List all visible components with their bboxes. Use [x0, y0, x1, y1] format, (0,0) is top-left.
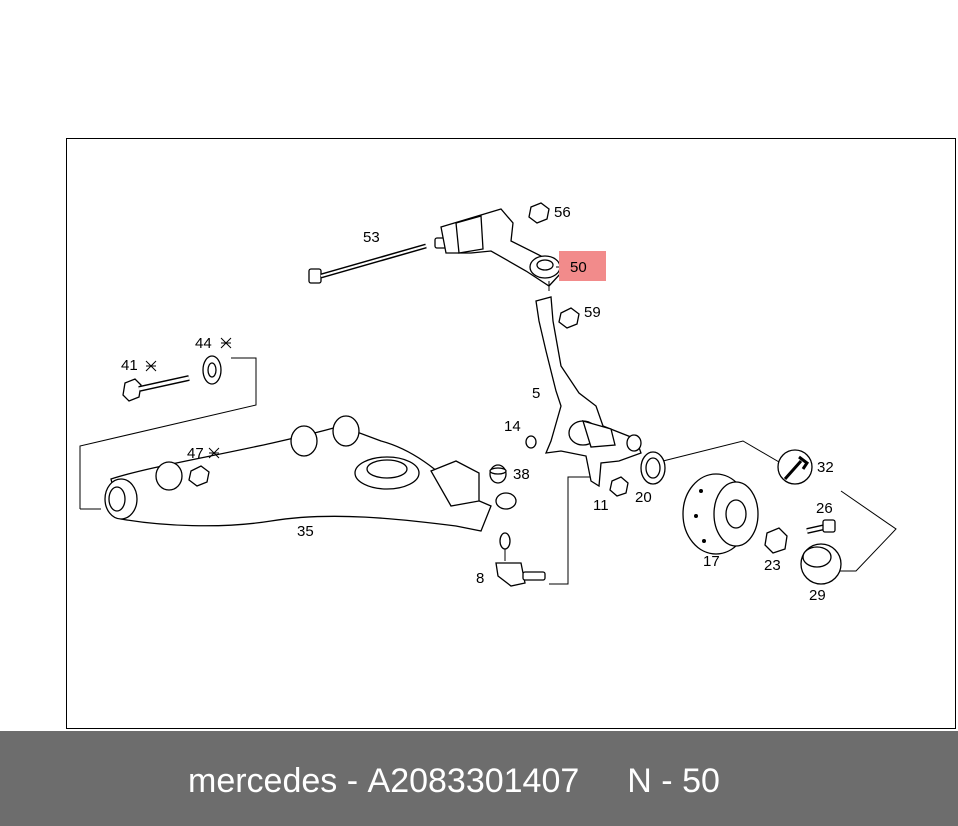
wrench-icon: [777, 449, 813, 485]
callout-38: 38: [513, 466, 530, 483]
exploded-suspension-diagram: 56 53 50 59 44 41 5 14 47 38 32 11 20 26…: [79, 202, 897, 604]
nut-59: [558, 307, 580, 329]
hub-cap-29: [800, 543, 842, 585]
callout-8: 8: [476, 570, 484, 587]
wheel-hub-17: [682, 473, 759, 555]
callout-23: 23: [764, 557, 781, 574]
washer-14: [525, 435, 537, 449]
callout-17: 17: [703, 553, 720, 570]
bolt-26: [806, 519, 836, 534]
callout-56: 56: [554, 204, 571, 221]
callout-47: 47: [187, 445, 204, 462]
part-number: A2083301407: [367, 762, 580, 800]
clamp-nut-23: [764, 527, 788, 554]
seal-20: [640, 451, 666, 485]
callout-20: 20: [635, 489, 652, 506]
parts-diagram-frame: 56 53 50 59 44 41 5 14 47 38 32 11 20 26…: [66, 138, 956, 729]
callout-50: 50: [570, 259, 587, 276]
upper-control-arm-50: [434, 208, 566, 291]
lower-control-arm-35: [104, 415, 517, 532]
bolt-41: [122, 375, 190, 402]
eccentric-washer-44: [202, 355, 222, 385]
nut-56: [528, 202, 550, 224]
callout-35: 35: [297, 523, 314, 540]
callout-5: 5: [532, 385, 540, 402]
callout-41: 41: [121, 357, 138, 374]
nut-11: [609, 476, 629, 497]
nut-47: [188, 465, 210, 487]
position-label: N - 50: [627, 762, 720, 800]
bolt-53: [308, 243, 427, 284]
steering-knuckle-5: [535, 296, 642, 488]
brand-label: mercedes: [188, 762, 338, 800]
highlight-50: [559, 251, 606, 281]
callout-26: 26: [816, 500, 833, 517]
part-info-footer: mercedes - A2083301407 N - 50: [0, 731, 958, 826]
callout-32: 32: [817, 459, 834, 476]
bushing-38: [489, 464, 507, 484]
separator: -: [346, 762, 359, 800]
callout-44: 44: [195, 335, 212, 352]
callout-11: 11: [593, 497, 609, 514]
callout-53: 53: [363, 229, 380, 246]
callout-14: 14: [504, 418, 521, 435]
star-mark-icon: [145, 337, 232, 459]
callout-59: 59: [584, 304, 601, 321]
callout-29: 29: [809, 587, 826, 604]
ball-joint-8: [495, 532, 546, 587]
